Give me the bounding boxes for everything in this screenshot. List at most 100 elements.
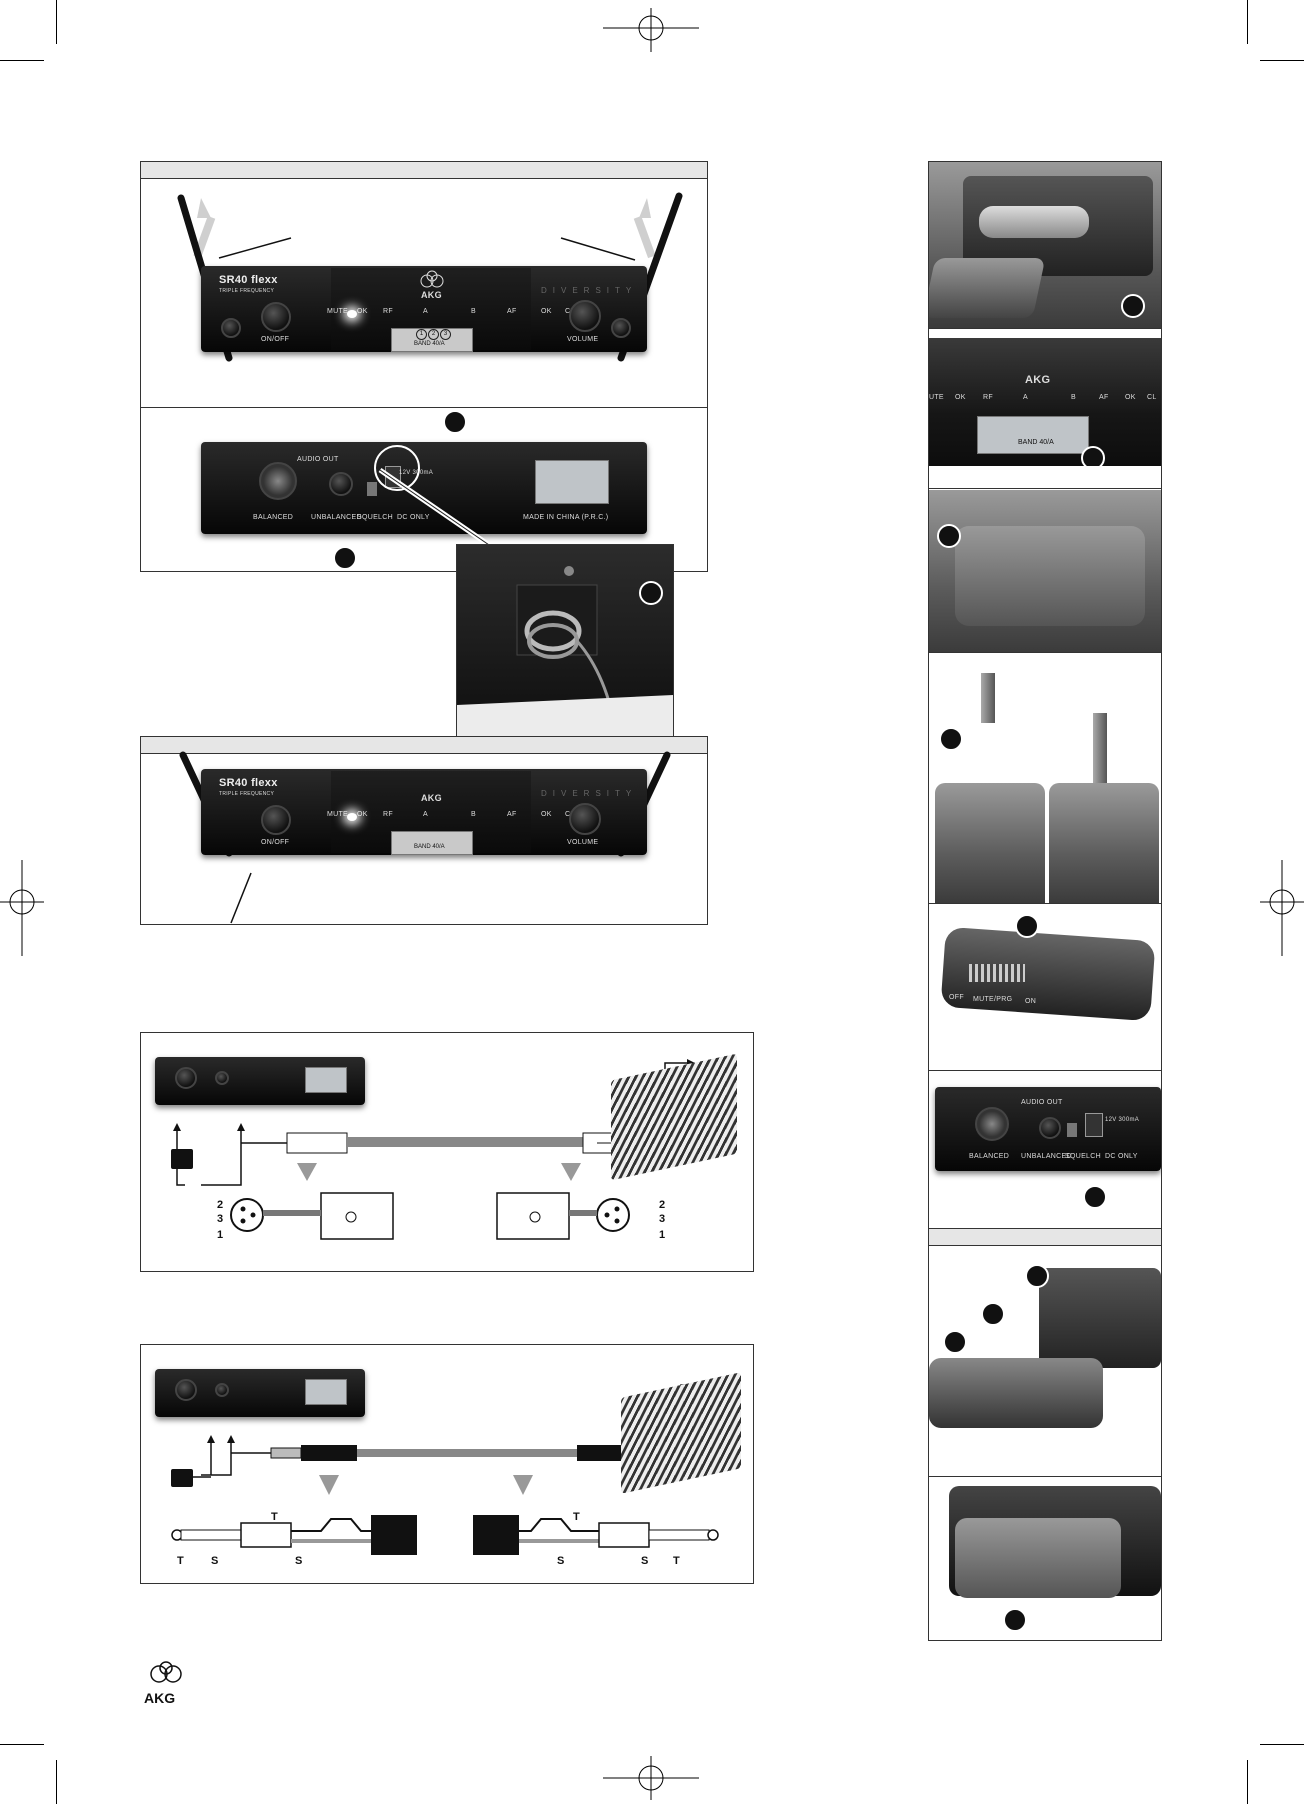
xlr-pin-2-right: 2 [659,1199,666,1211]
callout-marker [1121,294,1145,318]
rating-label-plate [535,460,609,504]
xlr-output [975,1107,1009,1141]
footer-logo-text: AKG [144,1690,176,1706]
xlr-wiring-diagram [171,1059,695,1240]
xlr-pin-1-right: 1 [659,1229,666,1241]
receiver-rear-small [155,1369,365,1417]
jack-tip-label: T [177,1555,184,1567]
antenna-socket-right [611,318,631,338]
battery-cover [929,1358,1103,1428]
on-off-label: ON/OFF [261,336,290,343]
band-label: BAND 40/A [414,844,445,850]
indicator-a: A [423,308,428,315]
unbalanced-label: UNBALANCED [311,514,362,521]
jack-sleeve-label: S [641,1555,649,1567]
on-off-label: ON/OFF [261,839,290,846]
callout-marker [639,581,663,605]
figure-header [141,162,707,179]
indicator-clip: CL [1147,394,1157,401]
callout-marker [1015,914,1039,938]
antenna-socket-left [221,318,241,338]
volume-knob[interactable] [569,803,601,835]
battery [979,206,1089,238]
indicator-b: B [471,811,476,818]
akg-logo-front [420,270,444,288]
cable-clip-detail [456,544,674,738]
receiver-rear: AUDIO OUT 12V 300mA BALANCED UNBALANCED … [935,1087,1161,1171]
akg-logo-text: AKG [421,290,442,300]
transmitter-right [1049,783,1159,903]
squelch-label: SQUELCH [357,514,393,521]
xlr-output [259,462,297,500]
model-name: SR40 flexx [219,274,278,286]
callout-marker [943,1330,967,1354]
callout-marker [1025,1264,1049,1288]
registration-mark-top [603,8,699,52]
cable-clip-circle [374,445,420,491]
indicator-row: MUTE OK RF A B AF OK CLIP [327,308,587,318]
indicator-af: AF [507,308,517,315]
receiver-rear: AUDIO OUT 12V 300mA BALANCED UNBALANCED … [201,442,647,534]
jack-output [215,1383,229,1397]
receiver-front: SR40 flexx TRIPLE FREQUENCY ON/OFF AKG M… [201,769,647,855]
callout-marker [981,1302,1005,1326]
xlr-pin-3-left: 3 [217,1213,224,1225]
registration-mark-right [1260,860,1304,956]
indicator-ok: OK [357,308,368,315]
unbalanced-label: UNBALANCED [1021,1153,1072,1160]
indicator-rf: RF [383,811,393,818]
power-button[interactable] [261,805,291,835]
indicator-b: B [1071,394,1076,401]
mute-led [347,310,357,318]
volume-knob[interactable] [569,300,601,332]
photo-battery-open [929,162,1161,328]
jack-output [1039,1117,1061,1139]
battery-cover [955,526,1145,626]
receiver-front: SR40 flexx TRIPLE FREQUENCY ON/OFF AKG M… [201,266,647,352]
figure-xlr-connection: 2 3 1 2 3 1 [140,1032,754,1272]
jack-tip-label: T [573,1511,580,1523]
mute-led [347,813,357,821]
photo-cover-close [929,490,1161,652]
akg-logo-text: AKG [421,793,442,803]
figure-front-antennas: SR40 flexx TRIPLE FREQUENCY ON/OFF AKG M… [140,161,708,572]
registration-mark-left [0,860,44,956]
photo-rear-squelch: AUDIO OUT 12V 300mA BALANCED UNBALANCED … [929,1071,1161,1216]
xlr-output [175,1379,197,1401]
callout-marker [939,727,963,751]
photo-band-display: AKG UTE OK RF A B AF OK CL BAND 40/A [929,338,1161,466]
channel-3[interactable]: 3 [440,329,451,340]
receiver-rear-small [155,1057,365,1105]
power-rating-label: 12V 300mA [1105,1117,1140,1123]
jack-output [329,472,353,496]
switch-off-label: OFF [949,994,964,1001]
panel-divider [141,407,707,408]
cable-clip-drawing [457,566,673,737]
model-subtitle: TRIPLE FREQUENCY [219,288,275,294]
mode-switch[interactable] [969,964,1025,982]
jack-tip-label: T [673,1555,680,1567]
squelch-trimmer[interactable] [1067,1123,1077,1137]
switch-mute-label: MUTE/PRG [973,996,1013,1003]
photo-divider [929,488,1161,489]
audio-out-label: AUDIO OUT [297,456,339,463]
channel-2[interactable]: 2 [428,329,439,340]
switch-on-label: ON [1025,998,1037,1005]
callout-marker [1083,1185,1107,1209]
balanced-label: BALANCED [253,514,294,521]
indicator-ok-2: OK [541,811,552,818]
channel-1[interactable]: 1 [416,329,427,340]
connected-plug [1093,713,1107,783]
indicator-ok-2: OK [1125,394,1136,401]
band-label: BAND 40/A [1018,439,1054,446]
photo-battery-replace [929,1258,1161,1438]
power-button[interactable] [261,302,291,332]
photo-mic-connector [929,653,1161,903]
dc-socket [1085,1113,1103,1137]
akg-footer-logo [150,1661,182,1683]
detail-indicator-row: UTE OK RF A B AF OK CL [929,394,1161,404]
squelch-trimmer[interactable] [367,482,377,496]
jack-sleeve-label: S [557,1555,565,1567]
figure-header [929,1228,1161,1246]
right-column-figures: AKG UTE OK RF A B AF OK CL BAND 40/A O [928,161,1162,1641]
